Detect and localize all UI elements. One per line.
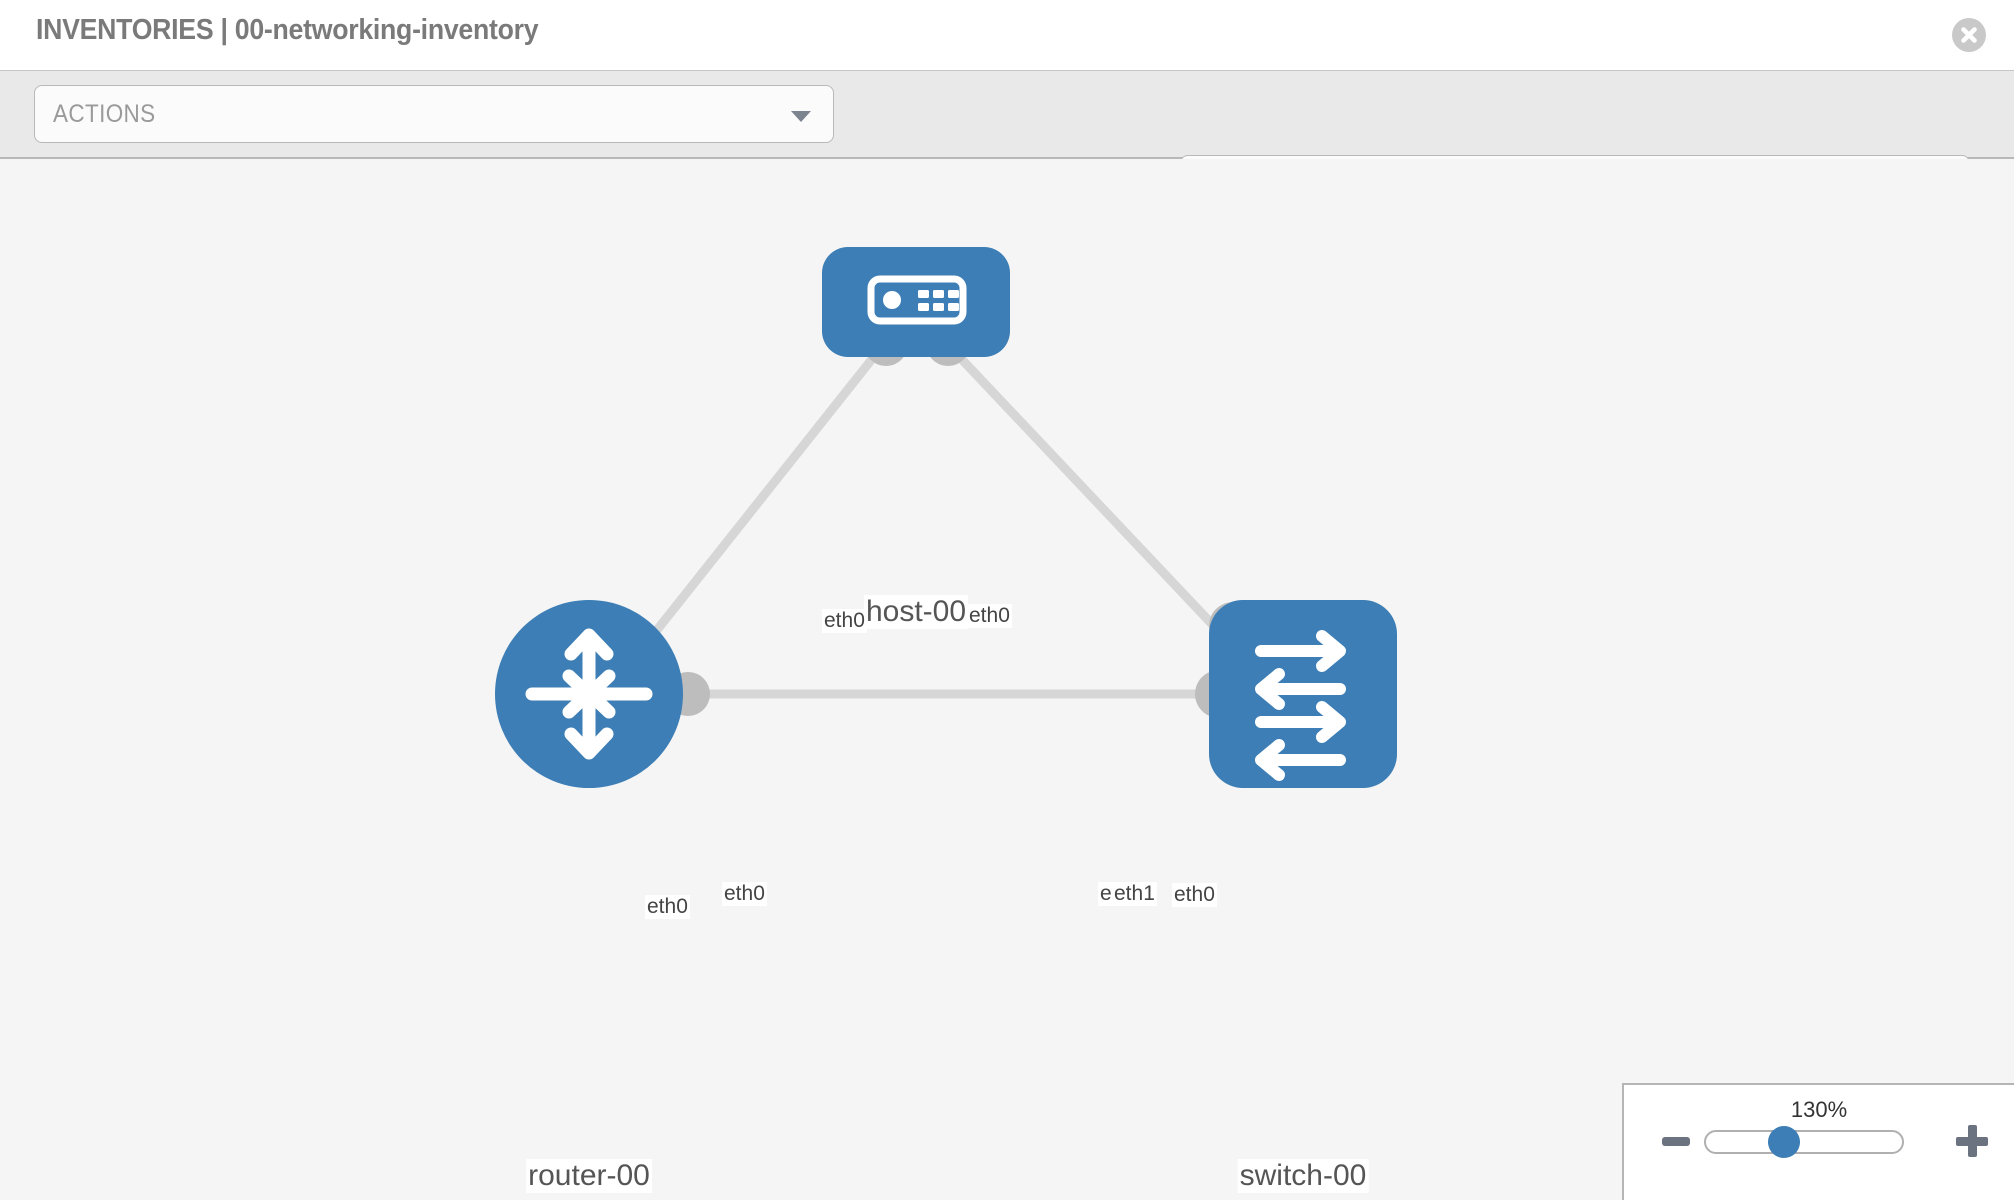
link-host-switch bbox=[948, 345, 1249, 663]
node-switch-00 bbox=[1209, 600, 1397, 788]
zoom-control-panel: 130% bbox=[1622, 1083, 2014, 1200]
chevron-down-icon bbox=[791, 111, 811, 122]
actions-dropdown-label: ACTIONS bbox=[53, 100, 156, 128]
iface-label-host-left: eth0 bbox=[822, 609, 867, 633]
close-icon[interactable] bbox=[1952, 18, 1986, 52]
iface-label-host-right: eth0 bbox=[967, 604, 1012, 628]
toolbar: ACTIONS SEARC bbox=[0, 70, 2014, 213]
iface-label-switch-left: eth1 bbox=[1112, 882, 1157, 906]
topology-graph bbox=[495, 247, 1397, 788]
zoom-in-button[interactable] bbox=[1956, 1125, 1988, 1157]
iface-label-switch-up: eth0 bbox=[1172, 883, 1217, 907]
actions-dropdown[interactable]: ACTIONS bbox=[34, 85, 834, 143]
zoom-out-button[interactable] bbox=[1662, 1137, 1690, 1146]
node-label-host-00: host-00 bbox=[863, 595, 969, 629]
page-title: INVENTORIES | 00-networking-inventory bbox=[36, 14, 539, 46]
connector-nubs bbox=[666, 322, 1257, 718]
node-router-00 bbox=[495, 600, 683, 788]
zoom-percent-label: 130% bbox=[1790, 1097, 1848, 1122]
topology-canvas[interactable]: host-00 router-00 switch-00 eth0 eth0 et… bbox=[0, 159, 2014, 1200]
link-host-router bbox=[626, 346, 884, 667]
zoom-slider-thumb[interactable] bbox=[1768, 1126, 1800, 1158]
iface-label-router-up: eth0 bbox=[645, 895, 690, 919]
node-host-00 bbox=[822, 247, 1010, 357]
node-label-switch-00: switch-00 bbox=[1237, 1159, 1369, 1193]
zoom-slider-track[interactable] bbox=[1704, 1130, 1904, 1154]
iface-label-router-right: eth0 bbox=[722, 882, 767, 906]
node-label-router-00: router-00 bbox=[526, 1159, 652, 1193]
page-header: INVENTORIES | 00-networking-inventory bbox=[0, 0, 2014, 70]
